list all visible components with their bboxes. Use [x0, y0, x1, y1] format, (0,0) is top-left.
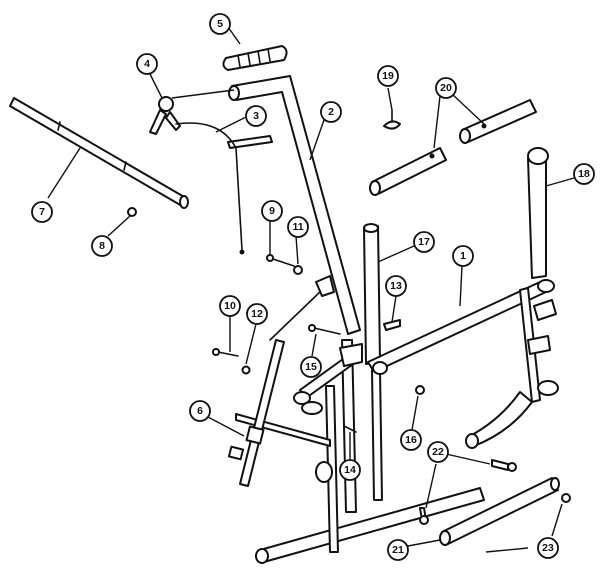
- part-21-tube: [439, 477, 560, 546]
- svg-text:10: 10: [224, 300, 236, 312]
- svg-text:12: 12: [251, 308, 263, 320]
- callout-19: 19: [377, 65, 399, 87]
- part-2-upper-handle: [228, 75, 361, 335]
- callout-6: 6: [189, 400, 211, 422]
- part-4-control-lever: [149, 96, 181, 135]
- callout-22: 22: [427, 441, 449, 463]
- callout-4: 4: [136, 53, 158, 75]
- callout-23: 23: [537, 537, 559, 559]
- svg-text:9: 9: [269, 205, 275, 217]
- svg-text:4: 4: [144, 58, 150, 70]
- svg-text:17: 17: [418, 236, 430, 248]
- svg-text:2: 2: [328, 106, 334, 118]
- callout-15: 15: [300, 356, 322, 378]
- svg-text:15: 15: [305, 361, 317, 373]
- part-3-cable: [175, 122, 245, 255]
- callout-14: 14: [339, 459, 361, 481]
- part-1-main-frame: [367, 279, 559, 449]
- callout-1: 1: [452, 245, 474, 267]
- svg-text:16: 16: [405, 434, 417, 446]
- callout-8: 8: [91, 235, 113, 257]
- svg-text:3: 3: [253, 110, 259, 122]
- part-18-upright-tube: [527, 147, 549, 279]
- part-17-vertical-post: [363, 223, 381, 365]
- callout-9: 9: [261, 200, 283, 222]
- svg-text:7: 7: [39, 206, 45, 218]
- svg-text:21: 21: [392, 544, 404, 556]
- svg-text:13: 13: [390, 280, 402, 292]
- svg-text:6: 6: [197, 405, 203, 417]
- svg-text:22: 22: [432, 446, 444, 458]
- callout-20: 20: [435, 77, 457, 99]
- base-frame: [235, 339, 485, 564]
- callout-13: 13: [385, 275, 407, 297]
- part-7-handle-bar: [9, 97, 273, 209]
- svg-text:23: 23: [542, 542, 554, 554]
- callout-10: 10: [219, 295, 241, 317]
- leader-lines: [47, 23, 575, 553]
- callout-18: 18: [573, 163, 595, 185]
- part-6-tensioner-rod: [227, 275, 335, 487]
- part-23-nut: [561, 493, 571, 503]
- svg-text:5: 5: [217, 18, 223, 30]
- svg-text:18: 18: [578, 168, 590, 180]
- callout-11: 11: [287, 216, 309, 238]
- svg-text:8: 8: [99, 240, 105, 252]
- svg-text:14: 14: [344, 464, 356, 476]
- svg-text:19: 19: [382, 70, 394, 82]
- svg-text:1: 1: [460, 250, 466, 262]
- callout-17: 17: [413, 231, 435, 253]
- callout-3: 3: [245, 105, 267, 127]
- hardware: [127, 207, 517, 525]
- part-19-clip: [383, 109, 401, 130]
- callout-12: 12: [246, 303, 268, 325]
- callout-21: 21: [387, 539, 409, 561]
- callout-2: 2: [320, 101, 342, 123]
- svg-text:11: 11: [292, 221, 303, 233]
- part-20-sleeves: [369, 99, 537, 196]
- callout-7: 7: [31, 201, 53, 223]
- callout-16: 16: [400, 429, 422, 451]
- part-5-grip: [222, 45, 288, 71]
- svg-text:20: 20: [440, 82, 452, 94]
- callout-5: 5: [209, 13, 231, 35]
